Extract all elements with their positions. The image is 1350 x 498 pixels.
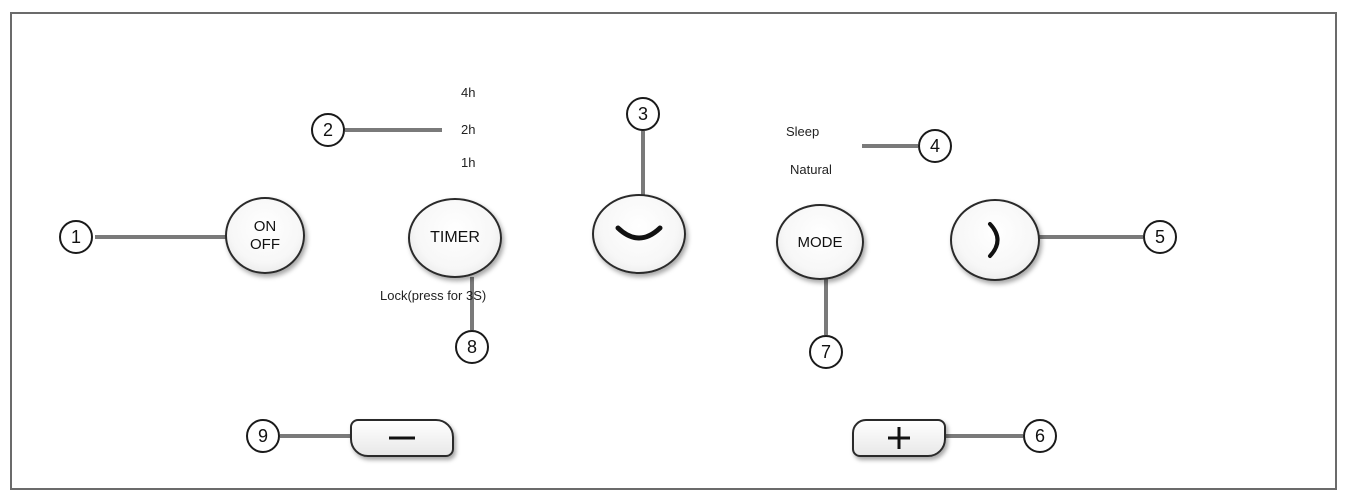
fan-speed-button[interactable] (950, 199, 1040, 281)
on-off-button[interactable]: ON OFF (225, 197, 305, 274)
minus-button[interactable] (350, 419, 454, 457)
mode-button[interactable]: MODE (776, 204, 864, 280)
callout-5: 5 (1143, 220, 1177, 254)
timer-option-4h: 4h (461, 85, 476, 100)
callout-6: 6 (1023, 419, 1057, 453)
timer-button-label: TIMER (430, 229, 480, 246)
lock-label: Lock(press for 3S) (380, 288, 487, 303)
on-off-label-off: OFF (250, 235, 280, 253)
callout-4: 4 (918, 129, 952, 163)
swing-button[interactable] (592, 194, 686, 274)
on-off-label-on: ON (253, 217, 277, 235)
callout-7: 7 (809, 335, 843, 369)
timer-button[interactable]: TIMER (408, 198, 502, 278)
callout-8: 8 (455, 330, 489, 364)
mode-button-label: MODE (797, 233, 843, 251)
callout-2: 2 (311, 113, 345, 147)
callout-9: 9 (246, 419, 280, 453)
mode-option-natural: Natural (790, 162, 832, 177)
callout-3: 3 (626, 97, 660, 131)
callout-1: 1 (59, 220, 93, 254)
fan-speed-arc-icon (988, 222, 1000, 258)
minus-icon (389, 436, 415, 440)
plus-icon (888, 427, 910, 449)
swing-arc-icon (615, 225, 663, 241)
timer-option-1h: 1h (461, 155, 476, 170)
timer-option-2h: 2h (461, 122, 476, 137)
plus-button[interactable] (852, 419, 946, 457)
mode-option-sleep: Sleep (786, 124, 820, 139)
